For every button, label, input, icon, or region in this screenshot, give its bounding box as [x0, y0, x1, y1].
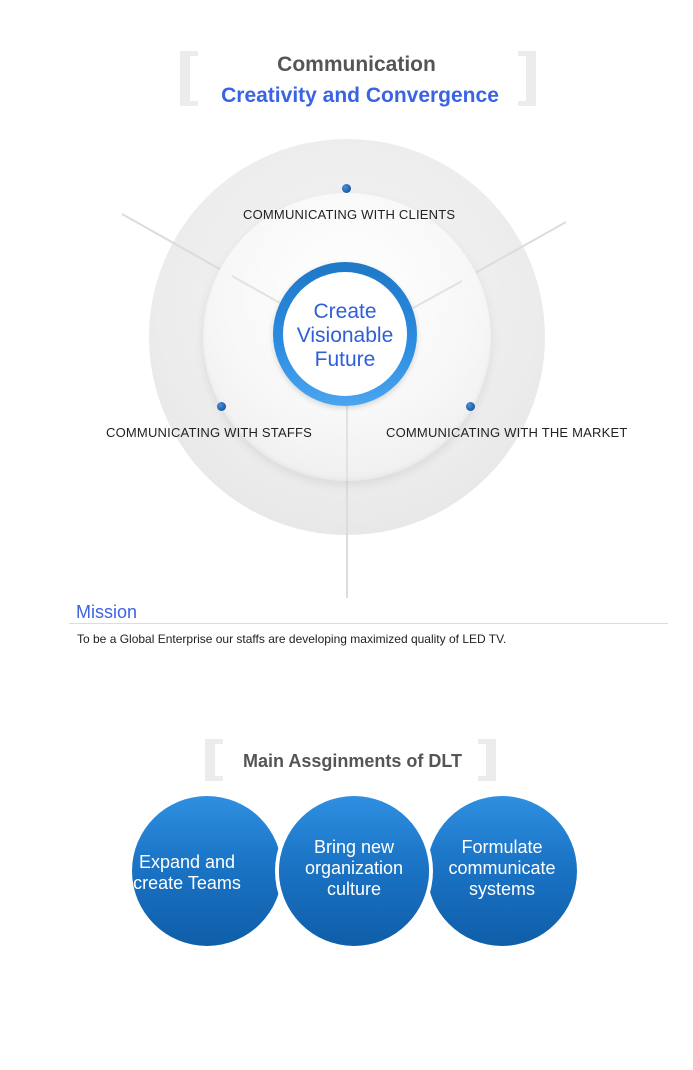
assignment-text-line: Formulate: [461, 837, 543, 857]
dot-market: [466, 402, 475, 411]
header-subtitle: Creativity and Convergence: [221, 84, 499, 107]
dot-clients: [342, 184, 351, 193]
diagram-inner-connectors: [231, 275, 463, 481]
core-text-line: Visionable: [296, 324, 394, 347]
label-clients: COMMUNICATING WITH CLIENTS: [243, 207, 456, 222]
assign-left-bracket: [205, 739, 223, 781]
assignments-title: Main Assginments of DLT: [242, 751, 462, 771]
assign-right-bracket: [478, 739, 496, 781]
label-market: COMMUNICATING WITH THE MARKET: [386, 425, 628, 440]
assignment-text-line: Expand and: [138, 852, 236, 872]
label-staffs: COMMUNICATING WITH STAFFS: [106, 425, 312, 440]
core-text-line: Future: [314, 348, 376, 371]
core-text-line: Create: [313, 300, 377, 323]
assignment-text-expand: Expand and create Teams: [132, 852, 242, 894]
assignment-text-line: communicate: [448, 858, 556, 878]
core-text: Create Visionable Future: [283, 300, 407, 372]
mission-title: Mission: [76, 602, 138, 622]
assignment-text-line: organization: [304, 858, 404, 878]
assignment-text-bring: Bring new organization culture: [279, 837, 429, 900]
mission-text: To be a Global Enterprise our staffs are…: [77, 632, 507, 646]
assignment-text-line: create Teams: [133, 873, 241, 893]
core-ring-inner: [283, 272, 407, 396]
mission-divider: [69, 623, 668, 624]
header-left-bracket: [180, 51, 198, 106]
header-title: Communication: [277, 53, 436, 76]
dot-staffs: [217, 402, 226, 411]
assignment-circle-expand: [132, 796, 282, 946]
assignment-circle-bring: [279, 796, 429, 946]
header-right-bracket: [518, 51, 536, 106]
assignment-text-line: systems: [468, 879, 535, 899]
assignment-text-line: Bring new: [313, 837, 395, 857]
assignment-circle-formulate: [427, 796, 577, 946]
assignment-text-line: culture: [326, 879, 382, 899]
assignment-text-formulate: Formulate communicate systems: [427, 837, 577, 900]
